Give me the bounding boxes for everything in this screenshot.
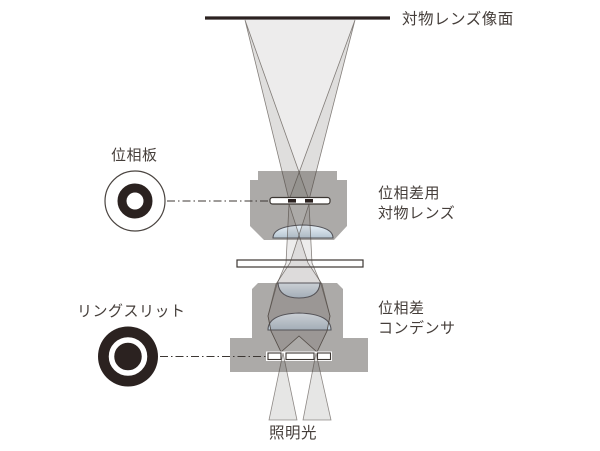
objective-lens-body — [250, 171, 347, 240]
label-phase-objective-line1: 位相差用 — [378, 185, 441, 202]
label-ring-slit: リングスリット — [77, 303, 186, 320]
condenser-main-lens — [267, 312, 332, 331]
ring-slit-plates — [267, 352, 332, 361]
phase-plate-ring-icon — [104, 170, 166, 232]
label-illumination: 照明光 — [269, 425, 318, 442]
illumination-beams — [268, 352, 332, 421]
phase-ring-mark-right — [305, 199, 313, 203]
upper-light-cone — [245, 20, 355, 200]
ring-slit-plate-right — [316, 352, 332, 361]
leader-lines — [160, 200, 271, 358]
label-image-plane: 対物レンズ像面 — [402, 11, 514, 28]
ring-slit-plate-left — [267, 352, 282, 361]
phase-ring-mark-left — [288, 199, 296, 203]
label-phase-condenser-line2: コンデンサ — [378, 320, 456, 337]
light-beams — [244, 19, 356, 353]
label-phase-condenser-line1: 位相差 — [378, 300, 425, 317]
illumination-beam-right — [302, 352, 332, 421]
phase-plate-bar — [269, 196, 331, 205]
label-phase-plate: 位相板 — [111, 147, 158, 164]
ring-slit-icon — [98, 326, 158, 387]
ring-slit-plate-center — [285, 352, 315, 361]
condenser-top-lens — [277, 282, 321, 299]
specimen-slide — [236, 259, 364, 268]
illumination-beam-left — [268, 352, 298, 421]
condenser-ray-fan-right — [267, 203, 331, 353]
label-phase-objective-line2: 対物レンズ — [378, 205, 456, 222]
